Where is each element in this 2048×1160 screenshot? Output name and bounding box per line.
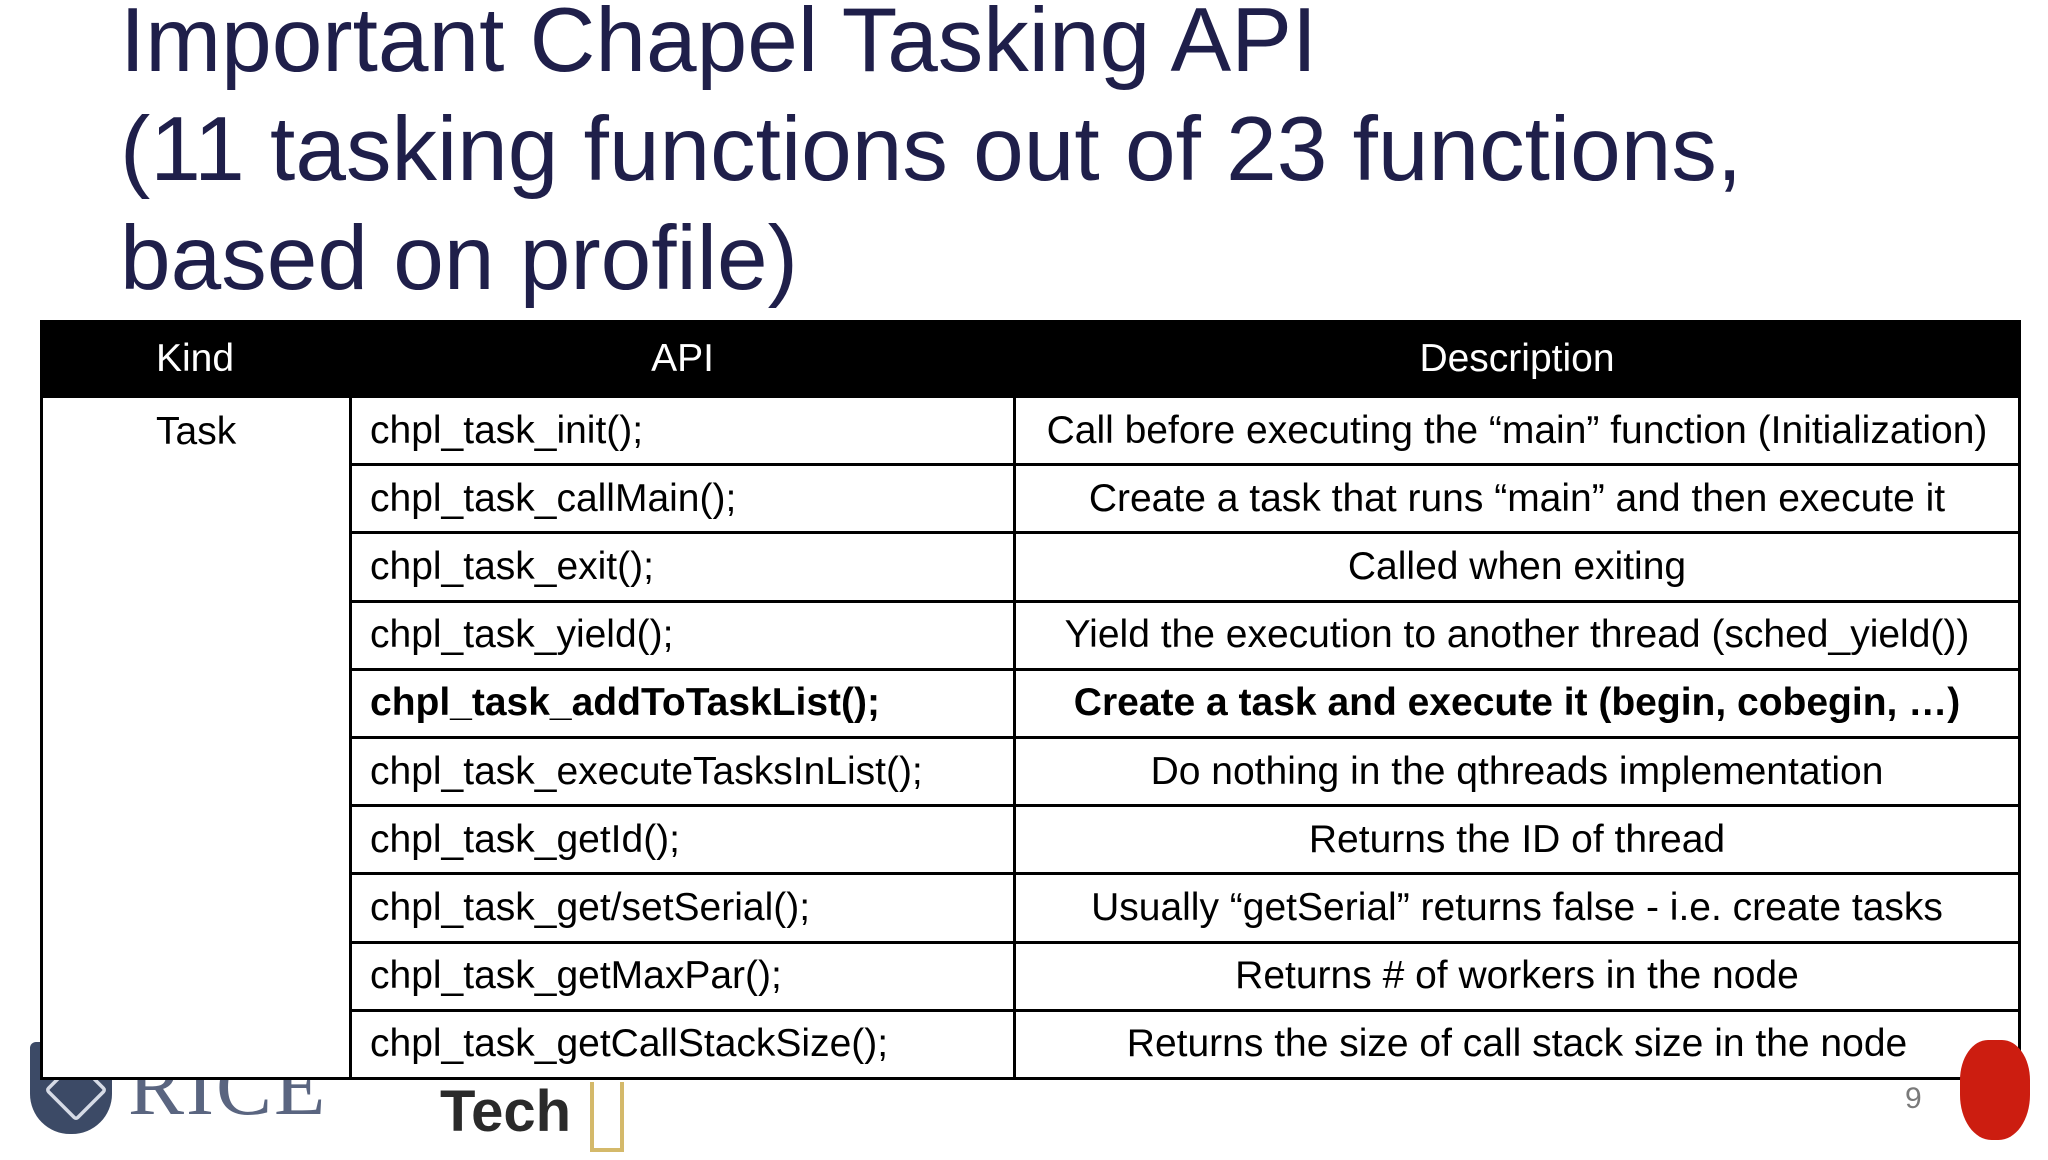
georgia-tech-logo-text: Tech (440, 1079, 572, 1144)
api-cell: chpl_task_getCallStackSize(); (349, 1008, 1016, 1081)
description-cell: Returns the size of call stack size in t… (1013, 1008, 2021, 1081)
table-row: chpl_task_getCallStackSize(); Returns th… (42, 1008, 2021, 1081)
description-cell: Called when exiting (1013, 531, 2021, 603)
api-cell: chpl_task_get/setSerial(); (349, 872, 1016, 944)
slide-title: Important Chapel Tasking API (11 tasking… (120, 0, 2000, 313)
title-line-1: Important Chapel Tasking API (120, 0, 1318, 91)
table-row: chpl_task_get/setSerial(); Usually “getS… (42, 872, 2021, 944)
description-cell: Returns the ID of thread (1013, 804, 2021, 876)
table-row: chpl_task_executeTasksInList(); Do nothi… (42, 735, 2021, 808)
api-cell: chpl_task_init(); (349, 394, 1016, 467)
table-row: chpl_task_callMain(); Create a task that… (42, 463, 2021, 535)
title-line-3: based on profile) (120, 208, 798, 309)
georgia-tech-mark-icon (590, 1082, 624, 1152)
description-cell: Create a task that runs “main” and then … (1013, 463, 2021, 535)
corner-logo-icon (1960, 1040, 2030, 1140)
page-number: 9 (1905, 1082, 1922, 1115)
table-row: chpl_task_getMaxPar(); Returns # of work… (42, 940, 2021, 1012)
api-cell: chpl_task_callMain(); (349, 463, 1016, 535)
api-cell: chpl_task_addToTaskList(); (349, 667, 1016, 739)
table-row: chpl_task_getId(); Returns the ID of thr… (42, 804, 2021, 876)
description-cell: Do nothing in the qthreads implementatio… (1013, 735, 2021, 808)
table-row-highlighted: chpl_task_addToTaskList(); Create a task… (42, 667, 2021, 739)
api-cell: chpl_task_getMaxPar(); (349, 940, 1016, 1012)
table-row: chpl_task_exit(); Called when exiting (42, 531, 2021, 603)
description-cell: Yield the execution to another thread (s… (1013, 599, 2021, 671)
api-cell: chpl_task_exit(); (349, 531, 1016, 603)
table-header-row: Kind API Description (40, 320, 2021, 398)
header-kind: Kind (40, 320, 352, 398)
tasking-api-table: Kind API Description Task chpl_task_init… (40, 320, 2021, 1081)
header-description: Description (1013, 320, 2021, 398)
api-cell: chpl_task_getId(); (349, 804, 1016, 876)
description-cell: Returns # of workers in the node (1013, 940, 2021, 1012)
description-cell: Create a task and execute it (begin, cob… (1013, 667, 2021, 739)
header-api: API (349, 320, 1016, 398)
title-line-2: (11 tasking functions out of 23 function… (120, 99, 1743, 200)
api-cell: chpl_task_executeTasksInList(); (349, 735, 1016, 808)
table-row: Task chpl_task_init(); Call before execu… (40, 394, 2021, 1080)
description-cell: Call before executing the “main” functio… (1013, 394, 2021, 467)
api-cell: chpl_task_yield(); (349, 599, 1016, 671)
table-row: chpl_task_yield(); Yield the execution t… (42, 599, 2021, 671)
georgia-tech-logo: Tech (340, 1030, 640, 1160)
description-cell: Usually “getSerial” returns false - i.e.… (1013, 872, 2021, 944)
kind-cell: Task (40, 395, 352, 1080)
